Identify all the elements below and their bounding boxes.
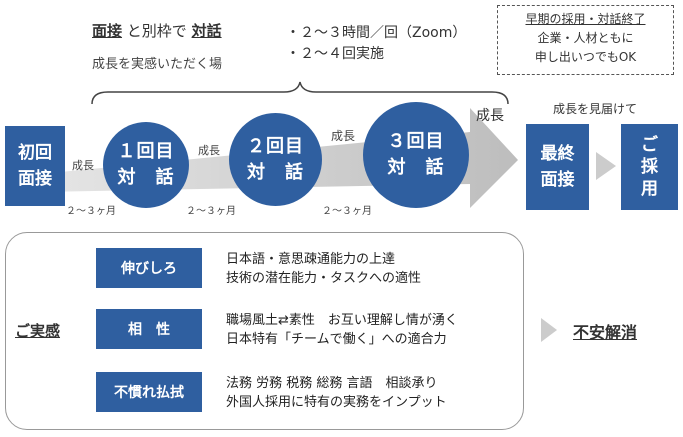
brace-shape bbox=[91, 81, 509, 105]
category-unfamiliarity: 不慣れ払拭 bbox=[96, 372, 202, 412]
arrow-to-result-icon bbox=[541, 318, 557, 342]
watch-growth-label: 成長を見届けて bbox=[553, 102, 638, 116]
row-3-line2: 外国人採用に特有の実務をインプット bbox=[226, 395, 447, 410]
category-growth-potential: 伸びしろ bbox=[96, 248, 202, 288]
heading-line: 面接 と別枠で 対話 bbox=[92, 20, 222, 41]
subheading: 成長を実感いただく場 bbox=[92, 57, 223, 72]
first-interview-line1: 初回 bbox=[18, 143, 52, 163]
note-line1: 企業・人材ともに bbox=[537, 31, 634, 45]
period-label-1: ２〜３ヶ月 bbox=[66, 206, 116, 217]
bullet-count: ・２〜４回実施 bbox=[286, 46, 384, 62]
note-title: 早期の採用・対話終了 bbox=[525, 12, 646, 26]
heading-interview: 面接 bbox=[92, 22, 123, 40]
first-interview-line2: 面接 bbox=[18, 169, 52, 189]
realize-label: ご実感 bbox=[15, 322, 61, 340]
final-interview-line1: 最終 bbox=[540, 144, 575, 164]
result-label: 不安解消 bbox=[573, 323, 638, 342]
row-3-desc: 法務 労務 税務 総務 言語 相談承り 外国人採用に特有の実務をインプット bbox=[226, 374, 447, 412]
dialog-3-circle: ３回目 対 話 bbox=[363, 102, 469, 208]
hire-line3: 用 bbox=[641, 179, 658, 199]
dialog-1-line1: １回目 bbox=[117, 141, 175, 162]
first-interview-box: 初回 面接 bbox=[5, 126, 65, 206]
row-2-line2: 日本特有「チームで働く」への適合力 bbox=[226, 332, 447, 347]
dialog-1-circle: １回目 対 話 bbox=[103, 122, 189, 208]
growth-label-4: 成長 bbox=[476, 108, 504, 124]
growth-label-3: 成長 bbox=[331, 129, 356, 143]
heading-dialog: 対話 bbox=[191, 22, 222, 40]
row-1-line1: 日本語・意思疎通能力の上達 bbox=[226, 252, 396, 267]
dialog-2-line1: ２回目 bbox=[247, 135, 304, 157]
dialog-2-line2: 対 話 bbox=[247, 161, 304, 183]
dialog-1-line2: 対 話 bbox=[117, 167, 175, 188]
period-label-3: ２〜３ヶ月 bbox=[322, 206, 372, 217]
note-line2: 申し出いつでもOK bbox=[534, 50, 637, 64]
dialog-2-circle: ２回目 対 話 bbox=[229, 113, 322, 206]
hire-line2: 採 bbox=[641, 157, 658, 177]
arrow-to-hire-icon bbox=[596, 152, 616, 180]
dialog-3-line2: 対 話 bbox=[387, 157, 445, 178]
growth-label-2: 成長 bbox=[198, 144, 220, 157]
row-1-desc: 日本語・意思疎通能力の上達 技術の潜在能力・タスクへの適性 bbox=[226, 250, 421, 288]
row-1-line2: 技術の潜在能力・タスクへの適性 bbox=[226, 271, 422, 286]
growth-label-1: 成長 bbox=[72, 159, 94, 172]
row-2-line1: 職場風土⇄素性 お互い理解し情が湧く bbox=[226, 313, 458, 328]
final-interview-box: 最終 面接 bbox=[526, 124, 589, 210]
row-2-desc: 職場風土⇄素性 お互い理解し情が湧く 日本特有「チームで働く」への適合力 bbox=[226, 311, 458, 349]
hire-box: ご 採 用 bbox=[621, 124, 678, 210]
heading-mid: と別枠で bbox=[122, 22, 192, 40]
hire-line1: ご bbox=[641, 135, 658, 155]
category-compatibility: 相 性 bbox=[96, 309, 202, 349]
period-label-2: ２〜３ヶ月 bbox=[186, 206, 236, 217]
row-3-line1: 法務 労務 税務 総務 言語 相談承り bbox=[226, 376, 438, 391]
realization-panel bbox=[5, 232, 524, 430]
final-interview-line2: 面接 bbox=[540, 170, 575, 190]
early-end-note: 早期の採用・対話終了 企業・人材ともに 申し出いつでもOK bbox=[497, 5, 674, 75]
bullet-hours: ・２〜３時間／回（Zoom） bbox=[286, 25, 467, 41]
dialog-3-line1: ３回目 bbox=[387, 131, 445, 152]
